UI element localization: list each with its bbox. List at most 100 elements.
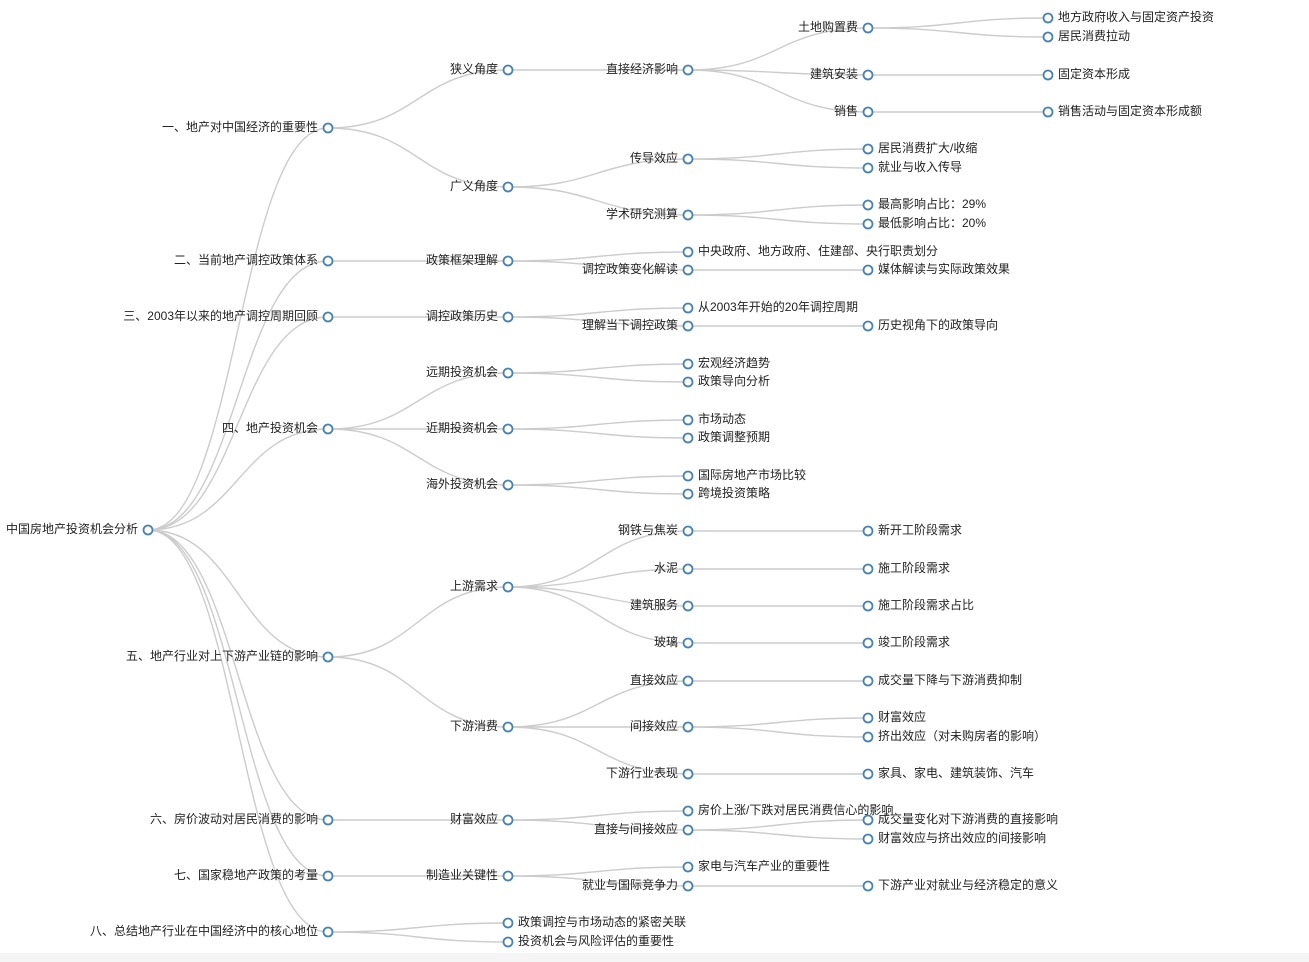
node-toggle-circle[interactable]	[1042, 31, 1054, 43]
tree-node[interactable]: 水泥	[654, 561, 694, 575]
node-toggle-circle[interactable]	[502, 311, 514, 323]
node-toggle-circle[interactable]	[1042, 69, 1054, 81]
node-toggle-circle[interactable]	[322, 311, 334, 323]
tree-node[interactable]: 传导效应	[630, 150, 694, 165]
node-toggle-circle[interactable]	[682, 358, 694, 370]
tree-node[interactable]: 家电与汽车产业的重要性	[682, 858, 831, 873]
node-toggle-circle[interactable]	[682, 432, 694, 444]
node-toggle-circle[interactable]	[862, 600, 874, 612]
tree-node[interactable]: 直接效应	[630, 672, 694, 687]
node-toggle-circle[interactable]	[682, 824, 694, 836]
node-toggle-circle[interactable]	[862, 525, 874, 537]
node-toggle-circle[interactable]	[862, 22, 874, 34]
node-toggle-circle[interactable]	[682, 64, 694, 76]
tree-node[interactable]: 五、地产行业对上下游产业链的影响	[126, 648, 334, 663]
node-toggle-circle[interactable]	[682, 563, 694, 575]
node-toggle-circle[interactable]	[502, 936, 514, 948]
tree-node[interactable]: 固定资本形成	[1042, 66, 1131, 81]
node-toggle-circle[interactable]	[502, 479, 514, 491]
node-toggle-circle[interactable]	[682, 880, 694, 892]
tree-node[interactable]: 财富效应	[450, 811, 514, 826]
node-toggle-circle[interactable]	[862, 69, 874, 81]
tree-node[interactable]: 八、总结地产行业在中国经济中的核心地位	[90, 923, 334, 938]
node-toggle-circle[interactable]	[862, 712, 874, 724]
node-toggle-circle[interactable]	[682, 525, 694, 537]
node-toggle-circle[interactable]	[682, 768, 694, 780]
node-toggle-circle[interactable]	[862, 814, 874, 826]
node-toggle-circle[interactable]	[682, 414, 694, 426]
node-toggle-circle[interactable]	[682, 209, 694, 221]
tree-node[interactable]: 历史视角下的政策导向	[862, 317, 999, 332]
node-toggle-circle[interactable]	[682, 805, 694, 817]
node-toggle-circle[interactable]	[502, 721, 514, 733]
tree-node[interactable]: 挤出效应（对未购房者的影响）	[862, 728, 1047, 743]
tree-node[interactable]: 新开工阶段需求	[862, 522, 963, 537]
node-toggle-circle[interactable]	[142, 524, 154, 536]
tree-node[interactable]: 竣工阶段需求	[862, 634, 951, 649]
tree-node[interactable]: 一、地产对中国经济的重要性	[162, 119, 334, 134]
node-toggle-circle[interactable]	[862, 880, 874, 892]
node-toggle-circle[interactable]	[322, 255, 334, 267]
node-toggle-circle[interactable]	[502, 367, 514, 379]
tree-node[interactable]: 制造业关键性	[426, 868, 514, 882]
tree-node[interactable]: 就业与国际竞争力	[582, 878, 694, 892]
node-toggle-circle[interactable]	[682, 600, 694, 612]
tree-node[interactable]: 销售	[834, 103, 874, 118]
node-toggle-circle[interactable]	[682, 675, 694, 687]
tree-node[interactable]: 近期投资机会	[426, 420, 514, 435]
node-toggle-circle[interactable]	[1042, 106, 1054, 118]
tree-node[interactable]: 下游行业表现	[606, 766, 694, 780]
node-toggle-circle[interactable]	[1042, 12, 1054, 24]
node-toggle-circle[interactable]	[502, 181, 514, 193]
tree-node[interactable]: 财富效应与挤出效应的间接影响	[862, 830, 1047, 845]
tree-node[interactable]: 政策调控与市场动态的紧密关联	[502, 914, 687, 929]
node-toggle-circle[interactable]	[862, 143, 874, 155]
tree-node[interactable]: 房价上涨/下跌对居民消费信心的影响	[682, 802, 894, 817]
node-toggle-circle[interactable]	[862, 218, 874, 230]
tree-node[interactable]: 直接与间接效应	[594, 821, 694, 836]
tree-node[interactable]: 居民消费扩大/收缩	[862, 140, 978, 155]
tree-node[interactable]: 直接经济影响	[606, 61, 694, 76]
node-toggle-circle[interactable]	[322, 651, 334, 663]
tree-node[interactable]: 下游产业对就业与经济稳定的意义	[862, 877, 1059, 892]
node-toggle-circle[interactable]	[862, 833, 874, 845]
root-node[interactable]: 中国房地产投资机会分析	[6, 521, 154, 536]
tree-node[interactable]: 四、地产投资机会	[222, 420, 334, 435]
node-toggle-circle[interactable]	[682, 320, 694, 332]
node-toggle-circle[interactable]	[682, 246, 694, 258]
node-toggle-circle[interactable]	[502, 870, 514, 882]
tree-node[interactable]: 广义角度	[450, 178, 514, 193]
node-toggle-circle[interactable]	[502, 423, 514, 435]
tree-node[interactable]: 政策导向分析	[682, 373, 771, 388]
node-toggle-circle[interactable]	[682, 153, 694, 165]
tree-node[interactable]: 下游消费	[450, 719, 514, 733]
tree-node[interactable]: 政策框架理解	[426, 253, 514, 267]
tree-node[interactable]: 远期投资机会	[426, 364, 514, 379]
tree-node[interactable]: 狭义角度	[450, 61, 514, 76]
tree-node[interactable]: 媒体解读与实际政策效果	[862, 261, 1011, 276]
tree-node[interactable]: 学术研究测算	[606, 206, 694, 221]
node-toggle-circle[interactable]	[862, 675, 874, 687]
tree-node[interactable]: 投资机会与风险评估的重要性	[502, 933, 675, 948]
node-toggle-circle[interactable]	[862, 637, 874, 649]
tree-node[interactable]: 就业与收入传导	[862, 159, 963, 174]
tree-node[interactable]: 土地购置费	[798, 19, 874, 34]
tree-node[interactable]: 施工阶段需求	[862, 560, 951, 575]
node-toggle-circle[interactable]	[682, 264, 694, 276]
tree-node[interactable]: 跨境投资策略	[682, 485, 771, 500]
tree-node[interactable]: 钢铁与焦炭	[618, 523, 694, 537]
node-toggle-circle[interactable]	[862, 768, 874, 780]
tree-node[interactable]: 海外投资机会	[426, 476, 514, 491]
tree-node[interactable]: 间接效应	[630, 718, 694, 733]
tree-node[interactable]: 中央政府、地方政府、住建部、央行职责划分	[682, 243, 939, 258]
tree-node[interactable]: 二、当前地产调控政策体系	[174, 252, 334, 267]
node-toggle-circle[interactable]	[862, 199, 874, 211]
node-toggle-circle[interactable]	[862, 563, 874, 575]
tree-node[interactable]: 调控政策历史	[426, 309, 514, 323]
tree-node[interactable]: 最低影响占比：20%	[862, 215, 987, 230]
node-toggle-circle[interactable]	[862, 106, 874, 118]
tree-node[interactable]: 七、国家稳地产政策的考量	[174, 867, 334, 882]
node-toggle-circle[interactable]	[502, 581, 514, 593]
tree-node[interactable]: 成交量变化对下游消费的直接影响	[862, 811, 1059, 826]
tree-node[interactable]: 理解当下调控政策	[582, 318, 694, 332]
